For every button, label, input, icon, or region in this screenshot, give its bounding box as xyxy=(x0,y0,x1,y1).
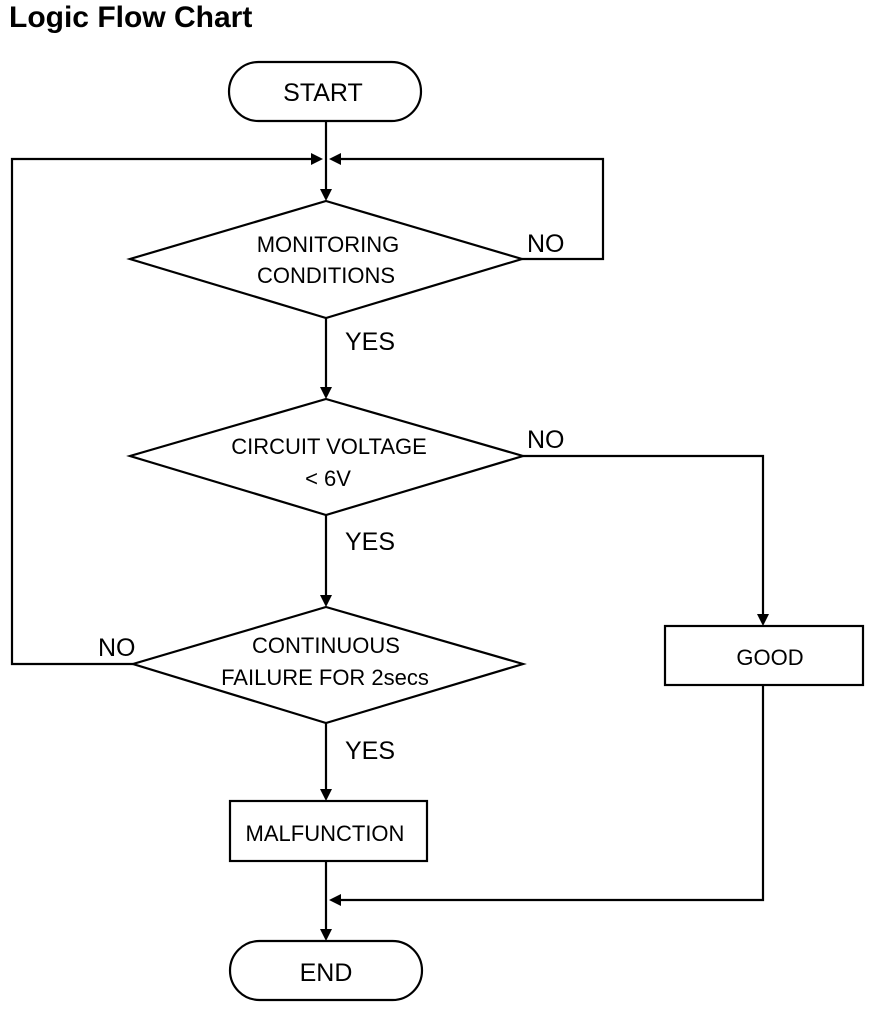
voltage-no-label: NO xyxy=(527,426,565,454)
good-node: GOOD xyxy=(663,624,865,687)
edge-voltage-no xyxy=(523,454,765,615)
malfunction-label: MALFUNCTION xyxy=(246,821,405,846)
arrow-into-end xyxy=(320,929,332,941)
failure-label-line1: CONTINUOUS xyxy=(252,633,400,658)
arrow-into-malfunction xyxy=(320,789,332,801)
failure-no-label: NO xyxy=(98,634,136,662)
failure-yes-label: YES xyxy=(345,737,395,765)
edge-good-to-end xyxy=(340,685,765,902)
monitoring-label-line1: MONITORING xyxy=(257,232,400,257)
arrow-good-merge xyxy=(329,894,341,906)
monitoring-yes-label: YES xyxy=(345,328,395,356)
monitoring-label-line2: CONDITIONS xyxy=(257,263,395,288)
good-label: GOOD xyxy=(736,645,803,670)
arrow-failure-no-loop xyxy=(311,153,323,165)
arrow-into-good xyxy=(757,614,769,626)
end-label: END xyxy=(300,959,353,987)
failure-label-line2: FAILURE FOR 2secs xyxy=(221,665,429,690)
start-node: START xyxy=(227,60,423,123)
voltage-decision: CIRCUIT VOLTAGE < 6V xyxy=(126,397,527,517)
voltage-yes-label: YES xyxy=(345,528,395,556)
edge-failure-no-loop xyxy=(10,157,312,666)
voltage-label-line1: CIRCUIT VOLTAGE xyxy=(231,434,427,459)
page-title: Logic Flow Chart xyxy=(9,1,253,34)
monitoring-decision: MONITORING CONDITIONS xyxy=(126,199,526,320)
arrow-monitoring-no-loop xyxy=(329,153,341,165)
start-label: START xyxy=(283,79,363,107)
end-node: END xyxy=(228,939,424,1002)
failure-decision: CONTINUOUS FAILURE FOR 2secs xyxy=(129,605,527,725)
arrow-into-monitoring xyxy=(320,189,332,201)
malfunction-node: MALFUNCTION xyxy=(228,799,429,863)
arrow-into-voltage xyxy=(320,387,332,399)
monitoring-no-label: NO xyxy=(527,230,565,258)
arrow-into-failure xyxy=(320,595,332,607)
voltage-label-line2: < 6V xyxy=(305,466,351,491)
edge-monitoring-no-loop xyxy=(340,157,605,261)
